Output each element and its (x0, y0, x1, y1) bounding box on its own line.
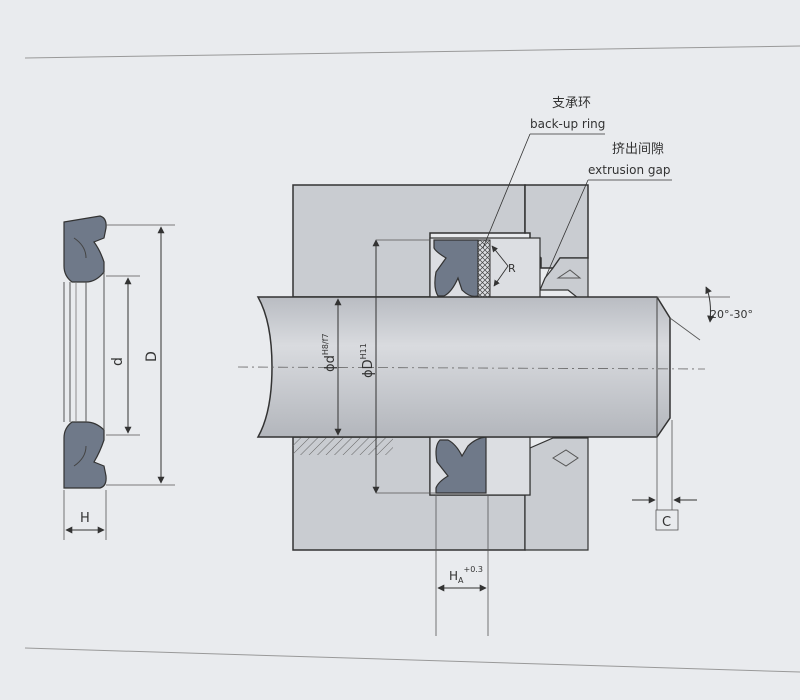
d-label: d (110, 357, 126, 366)
chamfer-length-label: C (662, 515, 671, 530)
shaft (256, 296, 671, 438)
H-label: H (80, 511, 90, 526)
groove-width-label: HA+0.3 (449, 565, 483, 585)
extrusion-gap-label-en: extrusion gap (588, 163, 670, 177)
hatched-clearance (293, 437, 393, 455)
center-line (237, 366, 706, 370)
D-label: D (144, 351, 160, 362)
backup-ring-leader (482, 133, 531, 249)
bore-tolerance-label: ϕDH11 (359, 343, 376, 378)
extrusion-gap-leader (539, 179, 589, 291)
top-border-line (24, 45, 800, 59)
gland-upper (524, 184, 589, 269)
backup-ring-label-cn: 支承环 (552, 96, 591, 111)
gland-lower (524, 437, 589, 551)
seal-upper-section (63, 215, 107, 283)
radius-label: R (508, 262, 516, 275)
seal-dimensions: d D H (63, 224, 175, 540)
chamfer-angle-label: 20°-30° (710, 308, 753, 321)
seal-upper-installed (433, 239, 479, 297)
seal-profile-view (63, 215, 107, 489)
backup-ring-label-en: back-up ring (530, 117, 605, 131)
seal-lower-installed (435, 436, 487, 494)
seal-lower-section (63, 421, 107, 489)
backup-ring-upper (477, 239, 491, 299)
extrusion-gap-label-cn: 挤出间隙 (612, 142, 664, 157)
bottom-border-line (24, 647, 800, 673)
shaft-tolerance-label: ϕdH8/f7 (321, 333, 338, 372)
